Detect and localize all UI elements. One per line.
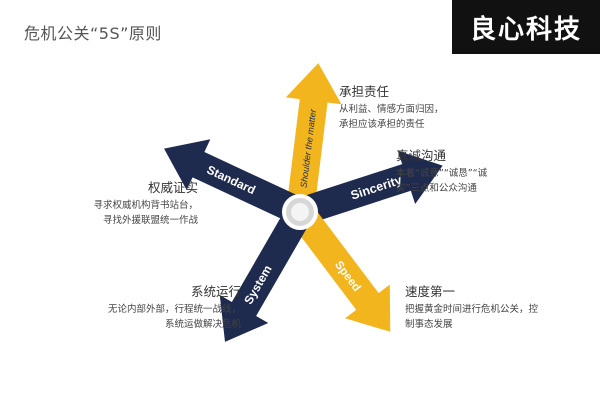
principle-sincerity: 真诚沟通 本着“诚意”“诚恳”“诚 实”三点和公众沟通: [396, 148, 546, 196]
principle-line: 实”三点和公众沟通: [396, 183, 477, 194]
principle-heading: 权威证实: [147, 180, 198, 195]
principle-heading: 承担责任: [339, 84, 390, 99]
principle-system: 系统运行 无论内部外部，行程统一战线， 系统运做解决危机: [96, 284, 241, 332]
principle-line: 寻找外援联盟统一作战: [102, 215, 198, 226]
page-title: 危机公关“5S”原则: [24, 24, 162, 43]
principle-line: 无论内部外部，行程统一战线，: [107, 304, 241, 315]
principle-heading: 真诚沟通: [396, 148, 447, 163]
principle-line: 从利益、情感方面归因，: [339, 104, 444, 115]
principle-speed: 速度第一 把握黄金时间进行危机公关，控 制事态发展: [405, 284, 555, 332]
principle-line: 本着“诚意”“诚恳”“诚: [396, 168, 488, 179]
principle-standard: 权威证实 寻求权威机构背书站台， 寻找外援联盟统一作战: [78, 180, 198, 228]
arrow-shoulder-the-matter: Shoulder the matter: [272, 59, 347, 216]
principle-heading: 系统运行: [190, 284, 241, 299]
principle-responsibility: 承担责任 从利益、情感方面归因， 承担应该承担的责任: [339, 84, 479, 132]
principle-line: 寻求权威机构背书站台，: [93, 200, 198, 211]
principle-line: 承担应该承担的责任: [339, 119, 425, 130]
principle-heading: 速度第一: [405, 284, 456, 299]
principle-line: 把握黄金时间进行危机公关，控: [405, 304, 539, 315]
principle-line: 系统运做解决危机: [164, 319, 241, 330]
brand-logo: 良心科技: [452, 0, 600, 54]
principle-line: 制事态发展: [405, 319, 453, 330]
